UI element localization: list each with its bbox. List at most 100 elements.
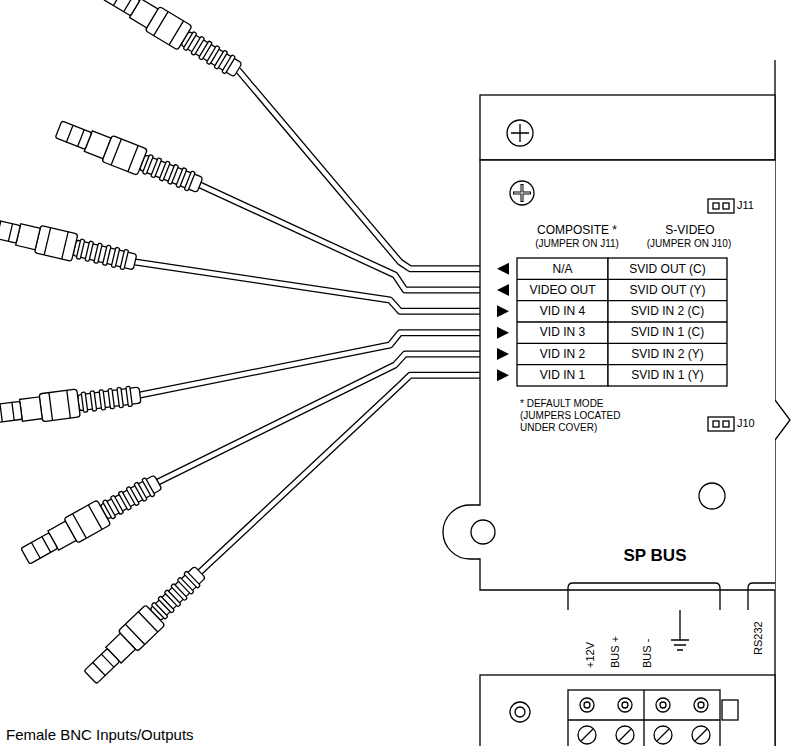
column-heading: COMPOSITE * <box>522 223 632 237</box>
strain-ridge <box>111 247 119 267</box>
strain-ridge <box>184 171 195 191</box>
terminal-label: BUS + <box>609 636 622 668</box>
strain-ridge <box>103 245 111 265</box>
terminal-slot <box>581 729 593 741</box>
terminal-hole <box>618 698 632 712</box>
cable-fill <box>200 185 515 290</box>
bnc-connector <box>101 0 246 82</box>
terminal-screw <box>616 726 634 744</box>
terminal-slot <box>695 729 707 741</box>
strain-ridge <box>142 478 155 497</box>
table-cell: VIDEO OUT <box>517 283 608 297</box>
strain-ridge <box>90 391 97 411</box>
strain-ridge <box>76 239 84 259</box>
connector-tip <box>0 218 20 243</box>
table-cell: N/A <box>517 262 608 276</box>
bnc-connector <box>53 116 205 198</box>
strain-ridge <box>167 164 178 184</box>
bnc-connector <box>0 213 138 275</box>
port-label: RS232 <box>752 621 765 655</box>
bnc-connector <box>81 562 210 687</box>
tip-ring <box>93 654 114 675</box>
connector-tip <box>21 533 58 564</box>
terminal-slot <box>657 729 669 741</box>
table-cell: SVID IN 2 (Y) <box>608 347 727 361</box>
strain-ridge <box>108 389 115 409</box>
terminal-hole <box>622 702 628 708</box>
bnc-connector <box>0 381 142 428</box>
strain-ridge <box>94 243 102 263</box>
strain-ridge <box>184 571 201 588</box>
body-ring <box>111 139 138 172</box>
jumper-label: J10 <box>737 417 755 430</box>
bayonet-collar <box>20 397 43 421</box>
strain-ridge <box>151 158 162 178</box>
table-cell: SVID IN 2 (C) <box>608 304 727 318</box>
bus-title: SP BUS <box>595 546 715 565</box>
tip-ring <box>113 0 133 12</box>
connector-tip <box>84 649 120 684</box>
tip-ring <box>66 125 84 146</box>
cable-fill <box>135 262 515 311</box>
tip-ring <box>31 537 50 559</box>
caption: Female BNC Inputs/Outputs <box>6 726 194 743</box>
terminal-hole <box>698 702 704 708</box>
strain-ridge <box>159 161 170 181</box>
table-cell: SVID OUT (C) <box>608 262 727 276</box>
terminal-hole <box>694 698 708 712</box>
body-ring <box>125 612 157 645</box>
strain-ridge <box>99 390 106 410</box>
table-cell: SVID IN 1 (Y) <box>608 368 727 382</box>
jumper-label: J11 <box>737 199 754 212</box>
strain-ridge <box>81 392 88 412</box>
strain-relief <box>150 566 206 620</box>
table-cell: VID IN 3 <box>517 325 608 339</box>
body-ring <box>44 228 68 259</box>
strain-ridge <box>126 386 133 406</box>
connector-tip <box>55 121 91 149</box>
tip-ring <box>0 221 12 241</box>
column-note: (JUMPER ON J10) <box>633 238 745 250</box>
connector-body <box>34 225 77 261</box>
cable <box>200 185 515 290</box>
strain-relief <box>100 475 162 519</box>
strain-ridge <box>176 168 187 188</box>
terminal-screw <box>578 726 596 744</box>
strain-relief <box>139 155 203 193</box>
terminal-screw <box>692 726 710 744</box>
bnc-connector <box>19 470 165 569</box>
cable <box>135 262 515 311</box>
housing <box>443 60 790 746</box>
table-cell: SVID OUT (Y) <box>608 283 727 297</box>
bnc-cables <box>0 0 515 687</box>
table-cell: SVID IN 1 (C) <box>608 325 727 339</box>
table-cell: VID IN 1 <box>517 368 608 382</box>
terminal-slot <box>619 729 631 741</box>
body-ring <box>154 12 184 45</box>
connector-tip <box>0 401 22 423</box>
terminal-hole <box>660 702 666 708</box>
note: * DEFAULT MODE (JUMPERS LOCATED UNDER CO… <box>520 398 638 434</box>
column-heading: S-VIDEO <box>640 223 740 237</box>
strain-ridge <box>117 387 124 407</box>
table-cell: VID IN 4 <box>517 304 608 318</box>
column-note: (JUMPER ON J11) <box>517 238 637 250</box>
table-cell: VID IN 2 <box>517 347 608 361</box>
tip-ring <box>0 402 14 421</box>
strain-ridge <box>85 241 93 261</box>
terminal-label: BUS - <box>641 639 654 668</box>
strain-ridge <box>222 55 236 74</box>
terminal-hole <box>584 702 590 708</box>
strain-ridge <box>120 249 128 269</box>
body-ring <box>49 390 70 420</box>
cable <box>238 70 515 269</box>
terminal-hole <box>656 698 670 712</box>
connector-tip <box>103 0 140 16</box>
strain-relief <box>181 31 242 77</box>
terminal-screw <box>654 726 672 744</box>
body-ring <box>73 505 102 538</box>
terminal-hole <box>580 698 594 712</box>
terminal-label: +12V <box>584 642 597 668</box>
cable-fill <box>140 333 515 395</box>
